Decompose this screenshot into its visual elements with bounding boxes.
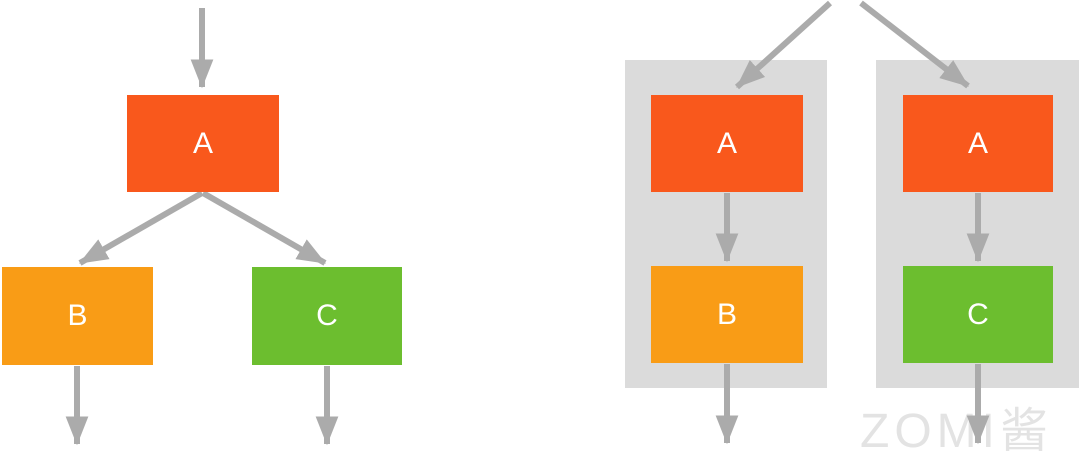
node-child-b: B	[2, 267, 153, 365]
node-group1-a: A	[651, 95, 803, 192]
node-group1-b: B	[651, 266, 803, 363]
watermark-text: ZOMI酱	[860, 405, 1053, 451]
node-group2-c: C	[903, 266, 1053, 363]
node-child-c: C	[252, 267, 402, 365]
arrow-root-to-b	[78, 190, 204, 266]
arrow-fork-left	[734, 0, 833, 90]
arrow-fork-right	[859, 0, 970, 89]
arrow-root-to-c	[201, 190, 327, 266]
node-group2-a: A	[903, 95, 1053, 192]
node-root-a: A	[127, 95, 279, 192]
